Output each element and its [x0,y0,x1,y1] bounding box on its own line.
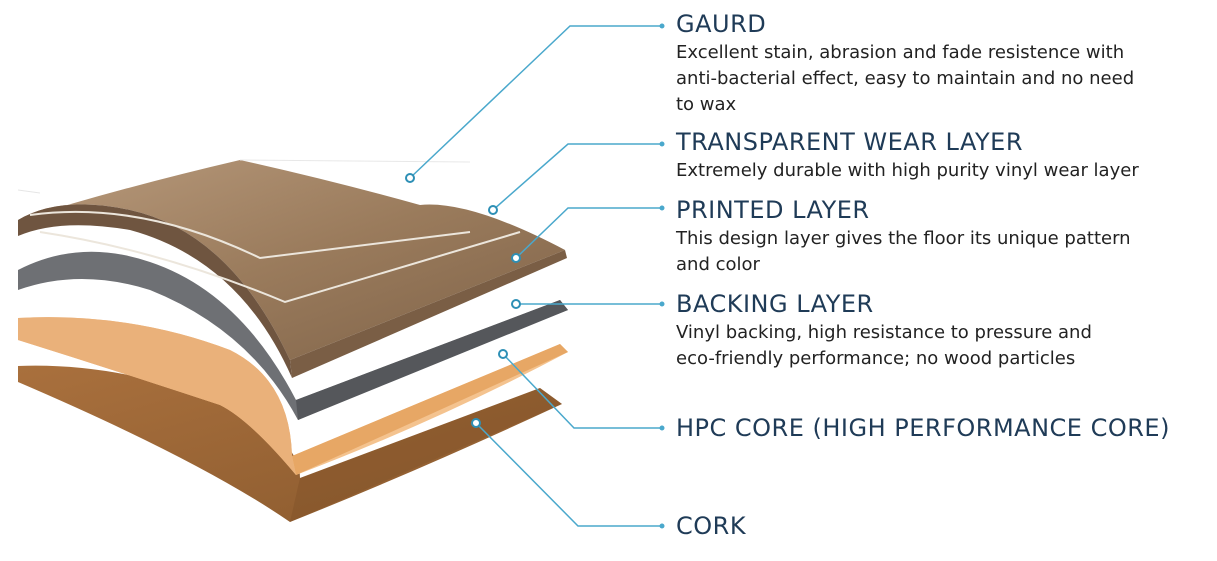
cork-layer [18,365,562,522]
layer-title: CORK [676,512,747,540]
end-dot-hpc [659,425,665,431]
description-line: This design layer gives the floor its un… [676,228,1131,249]
layer-markers [405,173,521,428]
description-line: to wax [676,94,737,115]
layer-description: Extremely durable with high purity vinyl… [676,158,1139,184]
layer-description: This design layer gives the floor its un… [676,226,1131,278]
layer-title: HPC CORE (HIGH PERFORMANCE CORE) [676,414,1170,442]
layer-title: PRINTED LAYER [676,196,870,224]
end-dot-backing [659,301,665,307]
description-line: Excellent stain, abrasion and fade resis… [676,42,1125,63]
end-dot-wear [659,141,665,147]
hpc-core-layer [18,317,568,475]
description-line: anti-bacterial effect, easy to maintain … [676,68,1135,89]
leader-line-wear [492,143,662,211]
description-line: and color [676,254,760,275]
marker-dot-hpc [498,349,508,359]
layer-description: Vinyl backing, high resistance to pressu… [676,320,1092,372]
layer-title: GAURD [676,10,767,38]
marker-dot-wear [488,205,498,215]
description-line: eco-friendly performance; no wood partic… [676,348,1076,369]
layer-title: BACKING LAYER [676,290,874,318]
layer-label-hpc-core: HPC CORE (HIGH PERFORMANCE CORE) [676,414,1170,442]
marker-dot-printed [511,253,521,263]
leader-lines [409,25,662,527]
leader-line-cork [475,422,662,527]
printed-wood-layer [17,159,567,378]
end-dot-printed [659,205,665,211]
description-line: Extremely durable with high purity vinyl… [676,160,1139,181]
end-dot-cork [659,523,665,529]
layer-label-printed: PRINTED LAYER This design layer gives th… [676,196,1131,278]
marker-dot-backing [511,299,521,309]
leader-line-printed [515,207,662,259]
marker-dot-gaurd [405,173,415,183]
layer-description: Excellent stain, abrasion and fade resis… [676,40,1134,118]
layer-label-gaurd: GAURD Excellent stain, abrasion and fade… [676,10,1134,118]
leader-line-hpc [502,353,662,429]
leader-line-gaurd [409,25,662,179]
layer-label-backing: BACKING LAYER Vinyl backing, high resist… [676,290,1092,372]
label-end-dots [659,23,665,529]
backing-layer [18,251,568,420]
layer-label-wear: TRANSPARENT WEAR LAYER Extremely durable… [676,128,1139,184]
marker-dot-cork [471,418,481,428]
layer-title: TRANSPARENT WEAR LAYER [676,128,1023,156]
end-dot-gaurd [659,23,665,29]
layer-label-cork: CORK [676,512,746,540]
description-line: Vinyl backing, high resistance to pressu… [676,322,1092,343]
